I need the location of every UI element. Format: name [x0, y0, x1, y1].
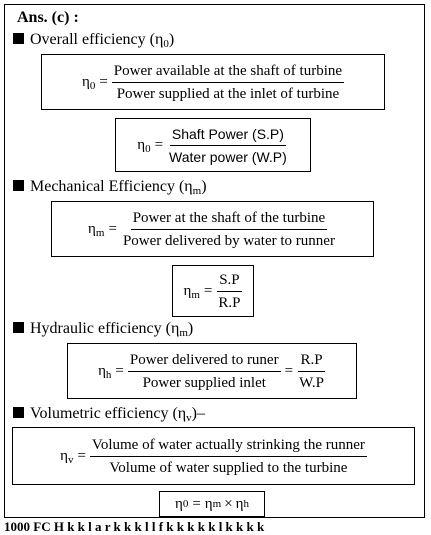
answer-frame: Ans. (c) : Overall efficiency (η0) η0 = …	[4, 4, 425, 518]
hydraulic-efficiency-heading: Hydraulic efficiency (ηm)	[13, 319, 193, 339]
answer-label: Ans. (c) :	[17, 9, 79, 26]
bullet-icon	[13, 180, 24, 191]
overall-fraction: Power available at the shaft of turbine …	[111, 62, 345, 102]
overall-efficiency-ratio: η0 = Shaft Power (S.P) Water power (W.P)	[115, 118, 311, 172]
overall-efficiency-formula: η0 = Power available at the shaft of tur…	[41, 54, 385, 110]
mechanical-efficiency-formula: ηm = Power at the shaft of the turbine P…	[51, 201, 374, 257]
bullet-icon	[13, 33, 24, 44]
mechanical-efficiency-ratio: ηm = S.P R.P	[172, 265, 254, 317]
hydraulic-efficiency-formula: ηh = Power delivered to runer Power supp…	[67, 343, 357, 399]
volumetric-efficiency-formula: ηv = Volume of water actually strinking …	[12, 427, 415, 485]
overall-efficiency-heading: Overall efficiency (η0)	[13, 30, 174, 50]
next-question-cut-text: 1000 FC H k k l a r k k k l l f k k k k …	[4, 519, 265, 534]
bullet-icon	[13, 407, 24, 418]
volumetric-efficiency-heading: Volumetric efficiency (ηv)–	[13, 404, 205, 424]
bullet-icon	[13, 322, 24, 333]
mechanical-efficiency-heading: Mechanical Efficiency (ηm)	[13, 177, 207, 197]
